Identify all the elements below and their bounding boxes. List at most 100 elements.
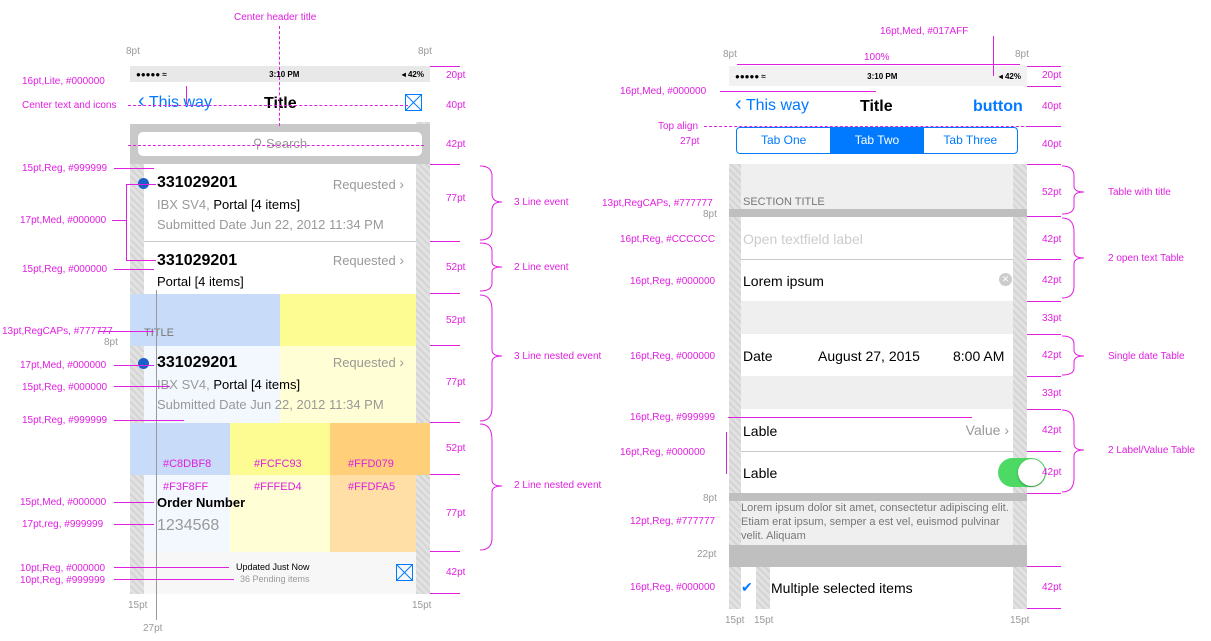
- chevron-right-icon: ›: [1004, 422, 1009, 438]
- nav-action-button[interactable]: button: [973, 98, 1023, 115]
- row-marker: [1027, 376, 1061, 377]
- row-label: Lable: [743, 423, 778, 439]
- row-marker: [430, 345, 460, 346]
- row-height: 52pt: [1042, 187, 1062, 198]
- annotation: 15pt: [1010, 615, 1030, 626]
- annotation: 8pt: [703, 209, 717, 220]
- connector: [126, 184, 127, 260]
- event-row-2line[interactable]: 331029201 Requested › Portal [4 items]: [144, 242, 416, 294]
- unread-dot: [138, 178, 149, 189]
- row-marker: [430, 66, 460, 67]
- annotation: 15pt,Med, #000000: [20, 497, 107, 508]
- textfield-row[interactable]: Open textfield label: [741, 218, 1013, 259]
- annotation: 8pt: [723, 49, 737, 60]
- back-button[interactable]: ‹ This way: [138, 91, 212, 112]
- swatch-f3f8ff: [144, 475, 230, 552]
- brace: [479, 423, 503, 551]
- section-gap: [741, 376, 1013, 409]
- event-row-3line[interactable]: 331029201 Requested › IBX SV4, Portal [4…: [144, 164, 416, 241]
- brace: [479, 294, 503, 422]
- back-button[interactable]: ‹ This way: [735, 94, 809, 115]
- row-height: 42pt: [446, 139, 466, 150]
- event-status-label: Requested: [332, 355, 396, 370]
- row-height: 52pt: [446, 443, 466, 454]
- indent-gutter: [756, 567, 770, 609]
- tab-one[interactable]: Tab One: [760, 133, 807, 147]
- row-marker: [1027, 86, 1061, 87]
- event-detail: IBX SV4, Portal [4 items]: [157, 197, 300, 212]
- event-status-label: Requested: [332, 253, 396, 268]
- connector: [114, 386, 170, 387]
- event-status: Requested ›: [333, 176, 404, 192]
- toggle-knob: [1018, 459, 1045, 486]
- event-items: Portal [4 items]: [157, 274, 244, 289]
- nav-title: Title: [264, 95, 297, 112]
- guide-line: [279, 26, 280, 126]
- connector: [114, 567, 229, 568]
- date-row[interactable]: Date August 27, 2015 8:00 AM: [741, 335, 1013, 376]
- section-gap: [729, 209, 1027, 217]
- tab-two[interactable]: Tab Two: [830, 128, 924, 153]
- status-time: 3:10 PM: [867, 71, 898, 81]
- textfield-row[interactable]: Lorem ipsum ✕: [741, 260, 1013, 301]
- annotation: 3 Line event: [514, 197, 569, 208]
- nested-event-row[interactable]: 331029201 Requested › IBX SV4, Portal [4…: [144, 346, 416, 423]
- left-gutter: [729, 164, 741, 609]
- row-marker: [1027, 164, 1061, 165]
- search-input[interactable]: ⚲ Search: [138, 132, 422, 156]
- connector: [114, 168, 154, 169]
- row-height: 42pt: [1042, 275, 1062, 286]
- row-marker: [430, 164, 460, 165]
- image-placeholder-icon[interactable]: [405, 94, 422, 111]
- annotation: 13pt,RegCAPs, #777777: [602, 198, 713, 209]
- event-items: Portal [4 items]: [213, 197, 301, 212]
- connector: [728, 417, 972, 418]
- footer-toolbar: Updated Just Now 36 Pending items: [144, 552, 416, 594]
- annotation: 2 Line nested event: [514, 480, 602, 491]
- nav-bar: ‹ This way Title button: [729, 86, 1027, 126]
- status-bar: ●●●●● ≈ 3:10 PM ◂ 42%: [130, 66, 430, 82]
- order-value: 1234568: [157, 517, 220, 534]
- annotation: 8pt: [126, 46, 140, 57]
- chevron-right-icon: ›: [399, 176, 404, 192]
- divider: [741, 451, 1013, 452]
- section-header: TITLE: [130, 294, 430, 346]
- connector: [114, 420, 184, 421]
- image-placeholder-icon[interactable]: [396, 564, 413, 581]
- color-label: #FCFC93: [254, 458, 302, 470]
- event-date: Submitted Date Jun 22, 2012 11:34 PM: [157, 217, 384, 232]
- row-marker: [1027, 451, 1061, 452]
- color-label: #FFDFA5: [348, 481, 396, 493]
- annotation: 8pt: [703, 493, 717, 504]
- row-marker: [1027, 301, 1061, 302]
- connector: [114, 524, 154, 525]
- annotation: 15pt: [754, 615, 774, 626]
- event-status: Requested ›: [333, 354, 404, 370]
- order-row[interactable]: Order Number 1234568: [130, 475, 430, 552]
- event-status-label: Requested: [332, 177, 396, 192]
- label-value-row[interactable]: Lable Value ›: [741, 410, 1013, 451]
- row-marker: [430, 474, 460, 475]
- annotation: 22pt: [697, 549, 717, 560]
- divider: [144, 241, 416, 242]
- chevron-left-icon: ‹: [138, 90, 145, 112]
- clear-icon[interactable]: ✕: [999, 273, 1012, 286]
- row-value-text: Value: [965, 422, 1001, 438]
- toggle-switch[interactable]: [998, 458, 1046, 487]
- multi-select-row[interactable]: ✔ Multiple selected items: [741, 567, 1013, 609]
- row-height: 42pt: [1042, 425, 1062, 436]
- annotation: 16pt,Med, #017AFF: [880, 26, 969, 37]
- tab-three[interactable]: Tab Three: [943, 133, 998, 147]
- annotation: Center header title: [234, 12, 317, 23]
- annotation: 16pt,Reg, #999999: [630, 412, 716, 423]
- annotation: 13pt,RegCAPs, #777777: [2, 326, 113, 337]
- brace: [479, 242, 503, 292]
- annotation: 15pt: [412, 600, 432, 611]
- section-title: SECTION TITLE: [743, 196, 825, 208]
- width-guide: [737, 64, 1020, 65]
- row-marker: [1027, 409, 1061, 410]
- right-gutter: [1013, 164, 1027, 609]
- search-placeholder: Search: [265, 136, 308, 151]
- section-gap: [741, 301, 1013, 334]
